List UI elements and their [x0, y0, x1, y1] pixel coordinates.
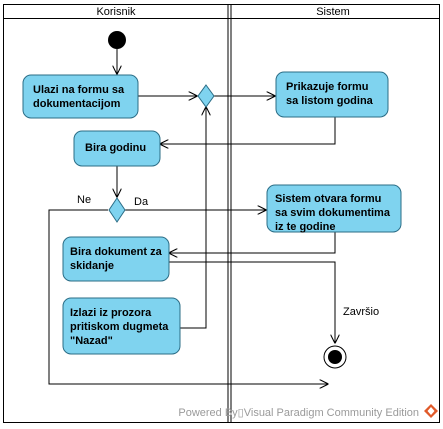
action-choose-doc-line2: skidanje: [70, 260, 114, 272]
action-enter-form: Ulazi na formu sa dokumentacijom: [22, 74, 139, 119]
action-enter-form-line2: dokumentacijom: [33, 98, 121, 110]
lane-title-korisnik: Korisnik: [96, 6, 136, 18]
action-show-years-line2: sa listom godina: [286, 95, 374, 107]
label-no: Ne: [77, 194, 91, 206]
edge-show-to-choose-year: [160, 117, 336, 144]
label-yes: Da: [134, 196, 149, 208]
action-open-docs: Sistem otvara formu sa svim dokumentima …: [266, 184, 402, 233]
swimlane-frame: [3, 4, 440, 423]
edge-choose-doc-to-final: [169, 261, 335, 343]
action-exit-window-line1: Izlazi iz prozora: [70, 307, 152, 319]
action-show-years: Prikazuje formu sa listom godina: [275, 71, 389, 118]
label-finished: Završio: [343, 306, 379, 318]
action-choose-year-line1: Bira godinu: [85, 142, 146, 154]
edge-exit-to-merge: [180, 107, 206, 329]
action-exit-window-line3: "Nazad": [70, 335, 113, 347]
action-show-years-line1: Prikazuje formu: [286, 81, 369, 93]
action-open-docs-line2: sa svim dokumentima: [275, 207, 391, 219]
visual-paradigm-logo-icon: [424, 404, 438, 418]
action-open-docs-line3: iz te godine: [275, 221, 336, 233]
action-open-docs-line1: Sistem otvara formu: [275, 193, 381, 205]
action-choose-doc-line1: Bira dokument za: [70, 246, 163, 258]
action-enter-form-line1: Ulazi na formu sa: [33, 84, 125, 96]
initial-node: [108, 31, 126, 49]
edge-decision-no: [48, 209, 328, 384]
lane-title-sistem: Sistem: [316, 6, 350, 18]
action-exit-window-line2: pritiskom dugmeta: [70, 321, 169, 333]
edges: [48, 49, 336, 384]
year-decision-node: [108, 197, 126, 223]
action-exit-window: Izlazi iz prozora pritiskom dugmeta "Naz…: [62, 297, 181, 355]
footer-watermark-text: Powered By▯Visual Paradigm Community Edi…: [178, 407, 419, 419]
final-node: [323, 345, 347, 369]
action-choose-year: Bira godinu: [73, 130, 161, 167]
merge-node: [197, 84, 215, 108]
action-choose-doc: Bira dokument za skidanje: [62, 236, 170, 282]
edge-open-docs-to-choose-doc: [169, 232, 336, 253]
